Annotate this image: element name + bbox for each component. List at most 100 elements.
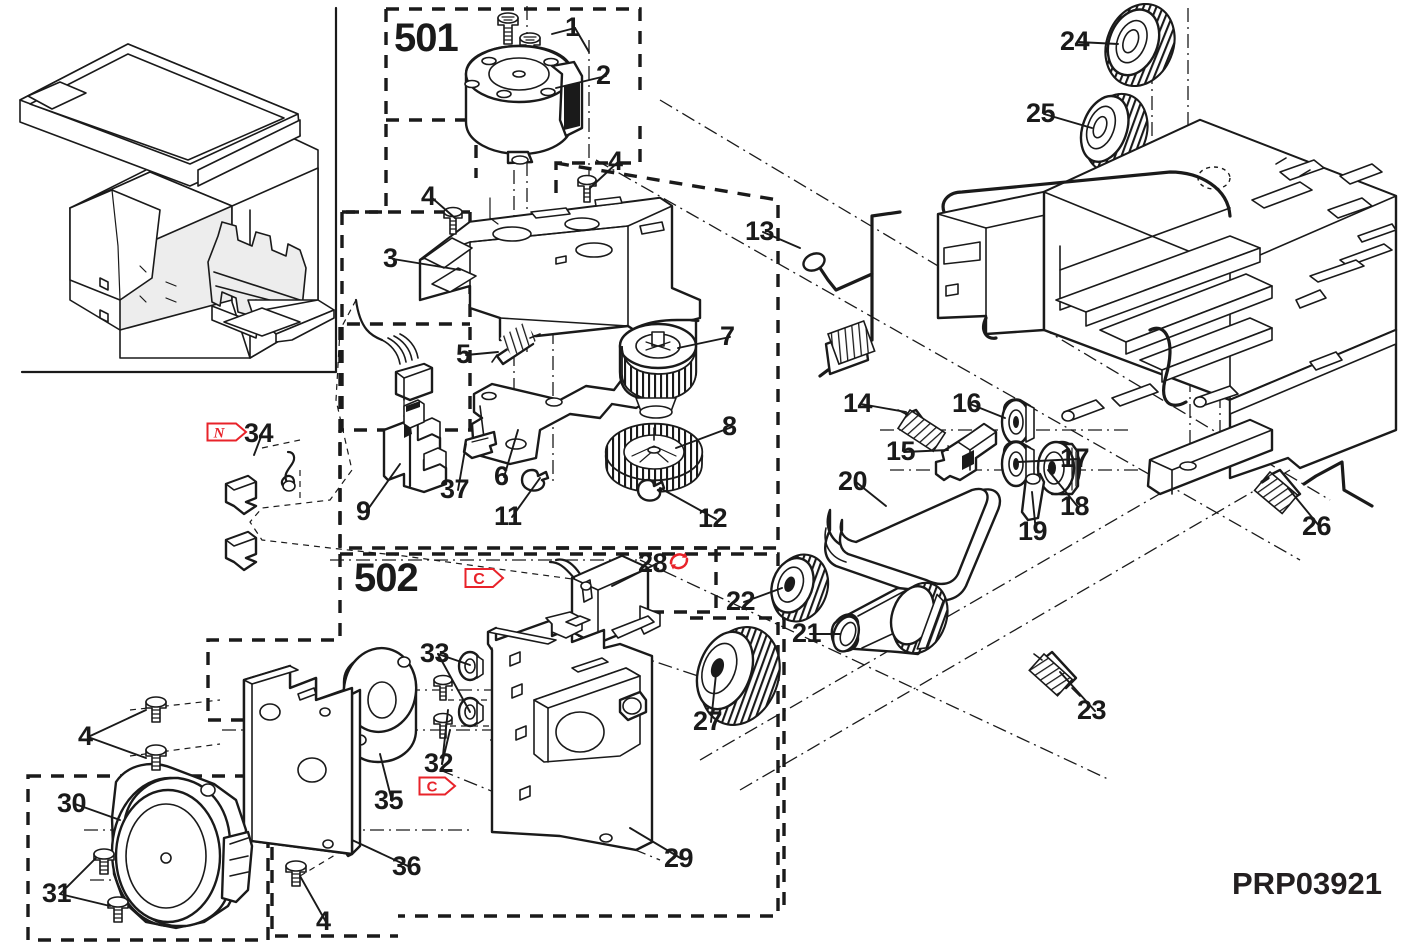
part-15-lever [934, 422, 998, 482]
leader-line-4 [589, 161, 619, 189]
leader-line-18 [1047, 469, 1079, 508]
leader-line-16 [969, 403, 1006, 419]
part-4-screws-lower-left [145, 696, 167, 771]
leader-line-24 [1077, 41, 1119, 45]
tag-new-part-n: N [206, 421, 248, 442]
tag-c-letter: C [473, 571, 485, 588]
drawing-number: PRP03921 [1232, 866, 1382, 901]
leader-line-34 [253, 433, 263, 456]
leader-line-31 [59, 893, 111, 907]
callout-number-26: 26 [1302, 511, 1332, 541]
callout-number-2: 2 [596, 60, 611, 90]
leader-line-4 [87, 709, 147, 738]
part-4-screw-upper-left [443, 206, 463, 235]
group-label-501: 501 [394, 16, 459, 60]
callout-number-4: 4 [608, 146, 623, 176]
part-9-sensor [382, 399, 448, 494]
part-1-screws [497, 12, 541, 65]
part-24-gear [1104, 2, 1176, 88]
callout-number-22: 22 [726, 586, 756, 616]
part-27-large-gear [695, 626, 781, 726]
callout-number-13: 13 [745, 216, 775, 246]
leader-line-1 [574, 27, 590, 53]
callout-number-17: 17 [1060, 443, 1090, 473]
callout-number-12: 12 [698, 503, 728, 533]
part-11-e-ring [520, 468, 550, 492]
callout-number-35: 35 [374, 785, 404, 815]
leader-line-9 [365, 463, 401, 513]
part-35-gasket-disc [342, 646, 418, 764]
leader-line-26 [1287, 487, 1321, 528]
callout-number-23: 23 [1077, 695, 1107, 725]
part-20-timing-belt [824, 487, 1002, 602]
leader-line-33 [437, 653, 471, 713]
leader-line-4 [87, 736, 147, 759]
callout-number-11: 11 [494, 501, 522, 531]
leader-line-1 [551, 27, 576, 35]
callout-number-1: 1 [565, 12, 580, 42]
leader-line-14 [860, 403, 907, 413]
leader-line-19 [1031, 491, 1037, 533]
callout-number-7: 7 [720, 321, 735, 351]
callout-number-34: 34 [244, 418, 274, 448]
leader-line-17 [1017, 458, 1079, 463]
callout-leader-lines [59, 27, 1321, 923]
callout-number-29: 29 [664, 843, 694, 873]
leader-line-23 [1059, 671, 1096, 712]
subgroup-boundary-28 [556, 546, 718, 614]
tag-c-letter-2: C [427, 779, 438, 796]
leader-line-37 [457, 443, 467, 491]
callout-number-28: 28 [638, 548, 668, 578]
part-21-roller-shaft [830, 581, 949, 656]
callout-number-6: 6 [494, 461, 509, 491]
part-3-motor-bracket [418, 196, 702, 342]
group-501-boundary [338, 7, 642, 214]
part-34-clip [280, 450, 296, 492]
callout-number-24: 24 [1060, 26, 1090, 56]
leader-line-25 [1043, 113, 1093, 129]
leader-line-11 [511, 477, 541, 518]
wire-harness-connector [354, 298, 434, 402]
callout-number-33: 33 [420, 638, 450, 668]
leader-line-6 [503, 429, 519, 478]
part-31-screws [93, 848, 129, 923]
callout-number-18: 18 [1060, 491, 1090, 521]
leader-line-27 [710, 673, 717, 723]
machine-illustration [19, 6, 338, 374]
leader-line-5 [465, 351, 499, 356]
tag-n-letter: N [213, 426, 226, 442]
leader-line-20 [855, 481, 887, 507]
part-36-mount-plate [242, 664, 362, 858]
leader-line-32 [441, 729, 451, 765]
part-19-pin [1020, 472, 1046, 522]
part-16-bushing [1000, 398, 1035, 446]
callout-number-15: 15 [886, 436, 916, 466]
part-2-motor [464, 44, 584, 165]
leader-line-3 [392, 258, 461, 271]
part-13-actuator-arm [802, 210, 902, 378]
subgroup-motor-boundary [26, 774, 270, 942]
leader-line-33 [437, 653, 471, 666]
part-26-wire-spring [1253, 460, 1374, 515]
callout-number-36: 36 [392, 851, 422, 881]
leader-line-8 [675, 426, 733, 449]
part-23-spring [1028, 650, 1081, 697]
callout-number-4: 4 [316, 906, 331, 936]
part-5-spring [491, 321, 541, 366]
callout-number-16: 16 [952, 388, 982, 418]
callout-number-4: 4 [421, 181, 436, 211]
part-6-link-lever [470, 372, 664, 466]
part-4-screw-bottom [285, 860, 307, 887]
tag-change-c-502: C [464, 566, 506, 588]
callout-number-8: 8 [722, 411, 737, 441]
chassis-frame [936, 118, 1398, 496]
part-7-pulley-gear [618, 318, 700, 419]
leader-line-13 [762, 231, 801, 249]
leader-line-2 [555, 75, 607, 89]
leader-line-7 [677, 336, 731, 349]
callout-number-20: 20 [838, 466, 868, 496]
callout-number-32: 32 [424, 748, 454, 778]
leader-line-4 [299, 875, 327, 923]
leader-line-31 [59, 857, 97, 895]
